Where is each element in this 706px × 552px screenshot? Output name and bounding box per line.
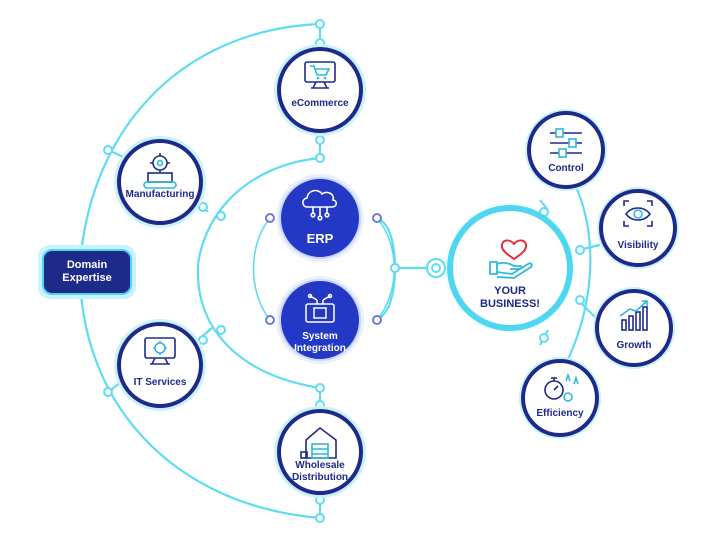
heart-hand-icon (489, 239, 533, 279)
your-business-node (444, 202, 576, 334)
it-services-node (114, 319, 206, 411)
erp-node (276, 174, 364, 262)
domain-expertise-node (38, 245, 136, 299)
growth-text: Growth (616, 340, 652, 351)
system-integration-text: System Integration (294, 331, 346, 354)
manufacturing-label: Manufacturing (118, 189, 202, 201)
efficiency-node (519, 357, 601, 439)
system-integration-label: System Integration (288, 331, 352, 354)
growth-node (593, 287, 675, 369)
outcome-circles (519, 109, 679, 439)
control-text: Control (548, 163, 584, 174)
it-services-text: IT Services (133, 377, 187, 388)
bar-growth-icon (619, 300, 648, 331)
visibility-label: Visibility (602, 240, 674, 252)
wholesale-text: Wholesale Distribution (291, 460, 349, 483)
connector-dots (103, 19, 585, 523)
industry-circles (114, 44, 366, 498)
target-connector-icon (426, 258, 446, 278)
efficiency-label: Efficiency (524, 408, 596, 420)
visibility-text: Visibility (617, 240, 659, 251)
manufacturing-text: Manufacturing (125, 189, 195, 200)
your-business-label: YOUR BUSINESS! (466, 285, 554, 310)
system-integration-node (276, 276, 364, 364)
ecommerce-node (274, 44, 366, 136)
erp-text: ERP (306, 231, 334, 246)
ecommerce-label: eCommerce (280, 98, 360, 110)
chip-monitor-icon (305, 293, 335, 323)
growth-label: Growth (598, 340, 670, 352)
efficiency-text: Efficiency (536, 408, 584, 419)
domain-expertise-text: Domain Expertise (62, 259, 112, 284)
visibility-node (597, 187, 679, 269)
cloud-network-icon (302, 189, 338, 221)
warehouse-icon (300, 426, 337, 459)
monitor-gear-icon (144, 337, 176, 365)
factory-gear-icon (143, 153, 177, 189)
sliders-icon (550, 128, 582, 158)
monitor-cart-icon (304, 61, 336, 89)
it-services-label: IT Services (120, 377, 200, 389)
your-business-text: YOUR BUSINESS! (480, 285, 540, 310)
ecommerce-text: eCommerce (291, 98, 349, 109)
stopwatch-gear-icon (544, 372, 579, 402)
wholesale-node (274, 406, 366, 498)
wholesale-label: Wholesale Distribution (284, 460, 356, 483)
domain-expertise-label: Domain Expertise (43, 259, 131, 284)
eye-icon (623, 200, 653, 227)
control-label: Control (530, 163, 602, 175)
erp-label: ERP (290, 231, 350, 247)
core-circles (276, 174, 364, 364)
